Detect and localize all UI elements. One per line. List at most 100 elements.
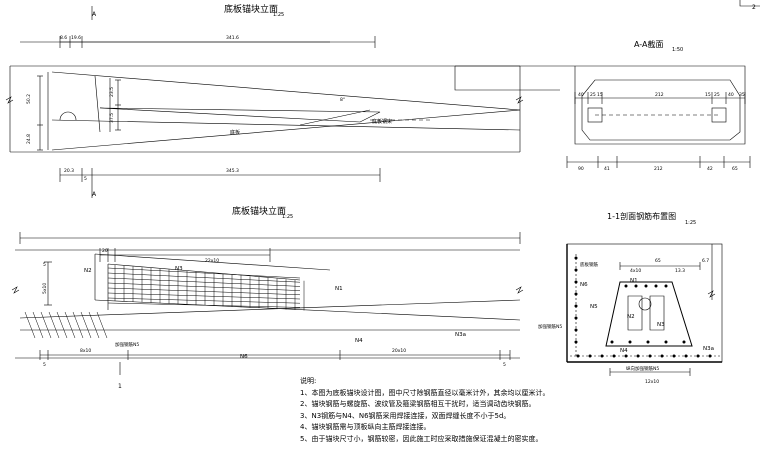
rebar-section-dot (574, 304, 578, 308)
plan-label-rebar: 加强钢筋N5 (115, 341, 139, 348)
rebar-section-dot (628, 340, 632, 344)
section-aa-dim-top-3: 15 (597, 92, 603, 98)
section-11-scale: 1:25 (685, 220, 696, 226)
plan-longitudinal-bar (107, 277, 301, 287)
section-aa-dim-top-5: 15 (705, 92, 711, 98)
section-aa-dim-top-2: 25 (590, 92, 596, 98)
rebar-section-dot (574, 316, 578, 320)
note-item-1: 1、本图为底板锚块设计图，图中尺寸除钢筋直径以毫米计外，其余均以厘米计。 (300, 388, 550, 397)
section-aa-title: A-A截面 (634, 39, 663, 49)
design-notes: 说明: 1、本图为底板锚块设计图，图中尺寸除钢筋直径以毫米计外，其余均以厘米计。… (300, 376, 700, 446)
section-11-dim-2: 4x10 (630, 268, 641, 274)
elevation-label-bottom-plate: 底板 (230, 129, 240, 136)
section-11-title: 1-1剖面钢筋布置图 (607, 211, 676, 221)
section-11-bar-n6: N6 (580, 282, 588, 288)
note-item-3: 3、N3钢筋与N4、N6钢筋采用焊接连接，双面焊缝长度不小于5d。 (300, 411, 511, 420)
section-11-bar-n3a: N3a (703, 346, 714, 352)
plan-diagonal-bar (72, 311, 84, 339)
rebar-section-dot (684, 354, 688, 358)
elevation-dim-left-2: 24.8 (26, 134, 32, 144)
plan-dim-bottom-1: 5 (43, 362, 46, 368)
elevation-dim-bottom-3: 345.3 (226, 168, 239, 174)
plan-longitudinal-bar (107, 292, 301, 300)
plan-longitudinal-bar (107, 297, 301, 304)
rebar-section-dot (708, 354, 712, 358)
plan-dim-bottom-3: 20x10 (392, 348, 406, 354)
section-11-dim-1: 65 (655, 258, 661, 264)
plan-dim-top-1: 20 (102, 248, 108, 254)
elevation-scale: 1:25 (273, 12, 284, 18)
section-aa-dim-bottom-4: 42 (707, 166, 713, 172)
section-aa-dim-top-6: 25 (714, 92, 720, 98)
plan-diagonal-bar (40, 311, 52, 339)
rebar-section-dot (576, 354, 580, 358)
section-11-label-strengthen: 加强钢筋N5 (538, 323, 562, 330)
section-11-dim-3: 13.3 (675, 268, 685, 274)
notes-heading: 说明: (300, 377, 317, 385)
plan-diagonal-bar (96, 311, 108, 339)
rebar-section-dot (654, 284, 658, 288)
elevation-label-bottom-bundle: 底板钢束 (372, 118, 392, 125)
section-11-bar-n2: N2 (627, 314, 635, 320)
rebar-section-dot (624, 284, 628, 288)
elevation-section-letter-bottom: A (92, 191, 97, 198)
elevation-dim-bottom-2: 5 (84, 176, 87, 182)
section-aa-dim-bottom-5: 65 (732, 166, 738, 172)
elevation-dim-top-1: 8.6 (60, 35, 67, 41)
rebar-section-dot (574, 328, 578, 332)
plan-bar-n4: N4 (355, 338, 363, 344)
section-aa-view (454, 65, 751, 168)
corner-mark-frame (739, 0, 760, 7)
elevation-dim-mid-2: 37.5 (109, 113, 115, 123)
section-aa-dim-top-8: 35 (739, 92, 745, 98)
plan-bar-n2: N2 (84, 268, 92, 274)
section-11-label-longitudinal: 纵向加强钢筋N5 (626, 365, 659, 372)
elevation-view (5, 6, 524, 198)
plan-diagonal-bar (24, 311, 36, 339)
plan-bar-n6: N6 (240, 354, 248, 360)
plan-bar-n1: N1 (335, 286, 343, 292)
elevation-dim-top-2: 19.6 (71, 35, 81, 41)
rebar-section-dot (574, 280, 578, 284)
elevation-section-letter-top: A (92, 11, 97, 18)
plan-dim-left-1: 5 (43, 262, 46, 268)
section-aa-dim-top-7: 40 (728, 92, 734, 98)
plan-diagonal-bar (48, 311, 60, 339)
section-11-dim-4: 6.7 (702, 258, 709, 264)
plan-view (11, 232, 524, 375)
section-aa-dim-bottom-2: 41 (604, 166, 610, 172)
rebar-section-dot (634, 284, 638, 288)
plan-diagonal-bar (80, 311, 92, 339)
plan-bar-n3a: N3a (455, 332, 466, 338)
plan-longitudinal-bar (107, 267, 301, 279)
plan-diagonal-bar (56, 311, 68, 339)
plan-dim-top-2: 22x10 (205, 258, 219, 264)
rebar-section-dot (672, 354, 676, 358)
plan-diagonal-bar (88, 311, 100, 339)
plan-scale: 1:25 (282, 214, 293, 220)
plan-section-mark: 1 (118, 383, 122, 390)
section-11-bar-n5: N5 (590, 304, 598, 310)
plan-diagonal-bar (64, 311, 76, 339)
rebar-section-dot (588, 354, 592, 358)
elevation-dim-bottom-1: 20.3 (64, 168, 74, 174)
rebar-section-dot (574, 292, 578, 296)
elevation-dim-mid-1: 23.5 (109, 87, 115, 97)
section-11-bar-n3: N3 (657, 322, 665, 328)
rebar-section-dot (574, 340, 578, 344)
note-item-5: 5、由于锚块尺寸小，钢筋较密，因此施工时应采取措施保证混凝土的密实度。 (300, 434, 543, 443)
plan-title: 底板锚块立面 (232, 205, 286, 217)
plan-dim-bottom-2: 8x10 (80, 348, 91, 354)
elevation-dim-top-3: 341.6 (226, 35, 239, 41)
section-aa-dim-bottom-3: 212 (654, 166, 663, 172)
rebar-section-dot (612, 354, 616, 358)
elevation-angle: 8° (340, 97, 345, 103)
section-aa-dim-top-1: 40 (578, 92, 584, 98)
plan-longitudinal-bar (107, 272, 301, 283)
rebar-section-dot (610, 340, 614, 344)
rebar-section-dot (696, 354, 700, 358)
rebar-section-dot (644, 284, 648, 288)
corner-mark-number: 2 (752, 4, 756, 11)
plan-longitudinal-bar (107, 302, 301, 308)
